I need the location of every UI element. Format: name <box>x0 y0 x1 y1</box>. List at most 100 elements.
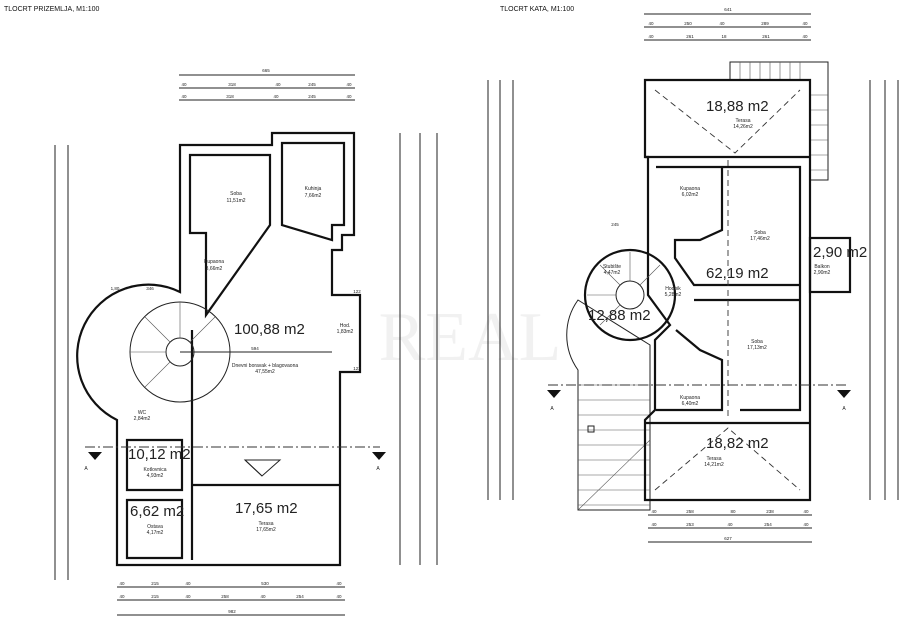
dimension-label: 40 <box>336 581 342 586</box>
top-dimensions: 641 40 250 40 289 40 40 261 18 261 40 <box>644 7 811 41</box>
dimension-label: 594 <box>251 346 259 351</box>
room-label: 14,21m2 <box>704 462 724 468</box>
dimension-label: 318 <box>228 82 236 87</box>
room-label: Kupaona <box>204 259 224 265</box>
dimension-label: 245 <box>308 94 316 99</box>
dimension-label: 530 <box>261 581 269 586</box>
dimension-label: 40 <box>185 581 191 586</box>
dimension-label: 641 <box>724 7 732 12</box>
dimension-label: 40 <box>651 522 657 527</box>
dimension-label: 40 <box>803 509 809 514</box>
room-label: 4,17m2 <box>147 530 164 536</box>
room-label: Terasa <box>735 118 750 124</box>
room-label: 2,84m2 <box>134 416 151 422</box>
room-label: 17,13m2 <box>747 345 767 351</box>
room-label: Soba <box>751 339 763 345</box>
dimension-label: 40 <box>185 594 191 599</box>
room-label: Hodnik <box>665 286 681 292</box>
watermark-logo: REAL <box>379 299 562 376</box>
section-arrow-icon <box>372 452 386 460</box>
room-label: Soba <box>754 230 766 236</box>
bottom-dimensions: 40 215 40 530 40 40 215 40 258 40 254 40… <box>117 581 345 616</box>
room-label: Kupaona <box>680 186 700 192</box>
dimension-label: 122 <box>353 366 361 371</box>
dimension-label: 40 <box>273 94 279 99</box>
dimension-label: 40 <box>719 21 725 26</box>
room-label: Stubište <box>603 264 621 270</box>
room-label: 17,65m2 <box>256 527 276 533</box>
room-label: Kupaona <box>680 395 700 401</box>
section-arrow-icon <box>837 390 851 398</box>
room-label: 18,88 m2 <box>706 98 769 115</box>
dimension-label: 346 <box>146 286 154 291</box>
room-label: Dnevni boravak + blagovaona <box>232 363 299 369</box>
upper-floor-title: TLOCRT KATA, M1:100 <box>500 6 574 13</box>
room-label: 17,65 m2 <box>235 500 298 517</box>
room-label: 1,83m2 <box>337 329 354 335</box>
dimension-label: 215 <box>151 581 159 586</box>
dimension-label: 40 <box>336 594 342 599</box>
dimension-label: 40 <box>119 594 125 599</box>
dimension-label: 982 <box>228 609 236 614</box>
dimension-label: 665 <box>262 68 270 73</box>
dimension-label: 1,80 <box>111 286 120 291</box>
dimension-label: 40 <box>803 522 809 527</box>
room-label: A <box>376 466 380 472</box>
room-label: WC <box>138 410 147 416</box>
dimension-label: 627 <box>724 536 732 541</box>
dimension-label: 40 <box>260 594 266 599</box>
dimension-label: 40 <box>802 21 808 26</box>
ground-floor-plan: TLOCRT PRIZEMLJA, M1:100 665 40 318 40 2… <box>4 6 438 616</box>
ground-total-area: 100,88 m2 <box>234 321 305 338</box>
dimension-label: 40 <box>648 21 654 26</box>
dimension-label: 40 <box>802 34 808 39</box>
dimension-label: 40 <box>181 82 187 87</box>
room-label: Balkon <box>814 264 830 270</box>
room-label: Kotlovnica <box>143 467 166 473</box>
bottom-dimensions: 40 258 80 238 40 40 253 40 254 40 627 <box>648 509 812 543</box>
room-label: 2,90 m2 <box>813 244 867 261</box>
ground-floor-title: TLOCRT PRIZEMLJA, M1:100 <box>4 6 100 13</box>
dimension-label: 258 <box>686 509 694 514</box>
upper-total-area: 62,19 m2 <box>706 265 769 282</box>
room-label: 4,47m2 <box>604 270 621 276</box>
room-label: 11,51m2 <box>226 198 245 204</box>
room-label: Soba <box>230 191 242 197</box>
room-label: A <box>550 406 554 412</box>
dimension-label: 261 <box>762 34 770 39</box>
dimension-label: 245 <box>308 82 316 87</box>
room-label: Terasa <box>258 521 273 527</box>
dimension-label: 40 <box>181 94 187 99</box>
room-label: 12,88 m2 <box>588 307 651 324</box>
room-label: 14,26m2 <box>733 124 753 130</box>
room-label: 6,40m2 <box>682 401 699 407</box>
section-arrow-icon <box>547 390 561 398</box>
room-label: 7,66m2 <box>305 193 322 199</box>
dimension-label: 40 <box>651 509 657 514</box>
dimension-label: 40 <box>275 82 281 87</box>
dimension-label: 245 <box>611 222 619 227</box>
room-label: 6,62 m2 <box>130 503 184 520</box>
dimension-label: 122 <box>353 289 361 294</box>
room-label: 6,02m2 <box>682 192 699 198</box>
dimension-label: 40 <box>727 522 733 527</box>
room-label: Hod. <box>340 323 351 329</box>
dimension-label: 261 <box>686 34 694 39</box>
dimension-label: 254 <box>296 594 304 599</box>
room-label: A <box>84 466 88 472</box>
room-label: Ostava <box>147 524 163 530</box>
dimension-label: 238 <box>766 509 774 514</box>
dimension-label: 40 <box>648 34 654 39</box>
room-label: Kuhinja <box>305 186 322 192</box>
top-dimensions: 665 40 318 40 245 40 40 318 40 245 40 <box>179 68 355 101</box>
dimension-label: 215 <box>151 594 159 599</box>
upper-floor-plan: TLOCRT KATA, M1:100 641 40 250 40 289 40… <box>487 6 899 543</box>
room-label: 17,46m2 <box>750 236 770 242</box>
dimension-label: 258 <box>221 594 229 599</box>
dimension-label: 250 <box>684 21 692 26</box>
room-label: 10,12 m2 <box>128 446 191 463</box>
room-label: 4,93m2 <box>147 473 164 479</box>
dimension-label: 80 <box>730 509 736 514</box>
room-label: 5,28m2 <box>665 292 682 298</box>
